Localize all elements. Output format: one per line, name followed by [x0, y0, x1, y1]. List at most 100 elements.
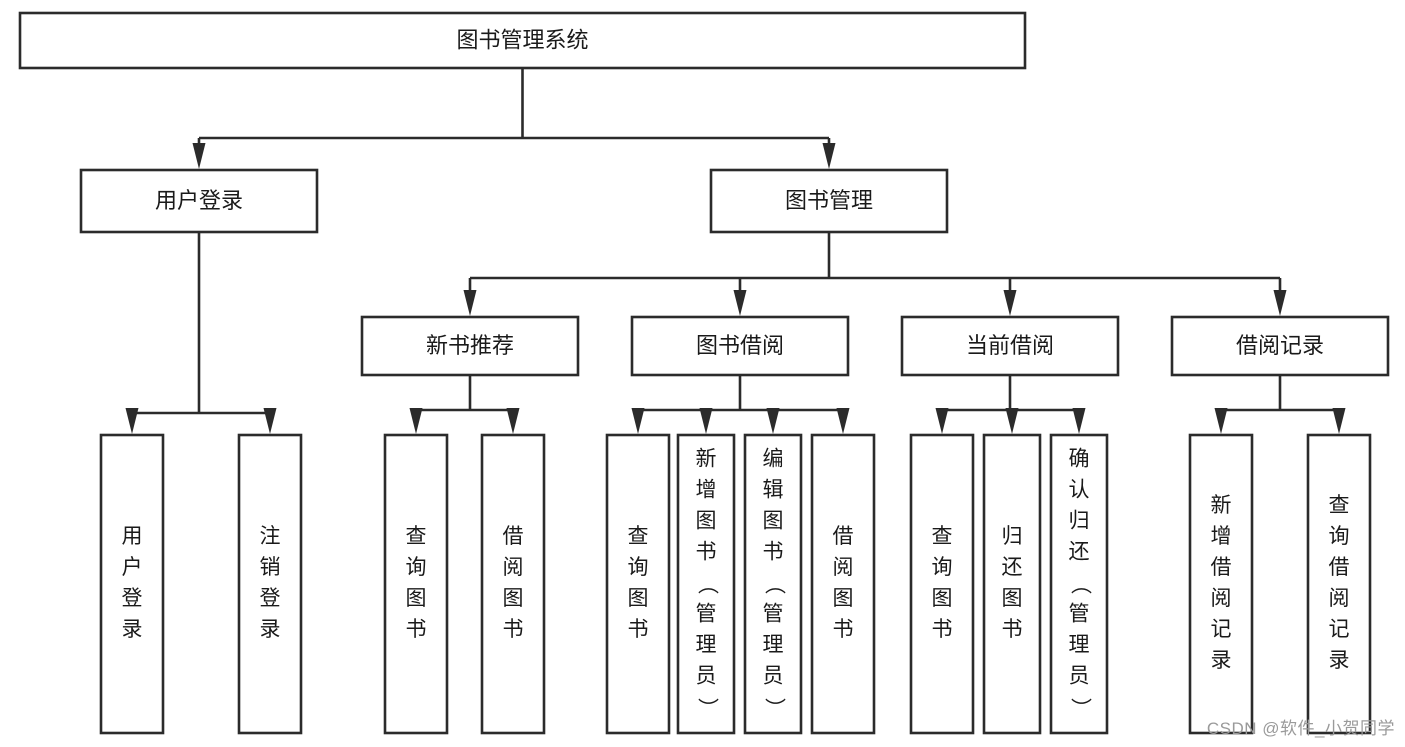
- node-label-char: 阅: [1211, 587, 1232, 610]
- node-label-char: 录: [1211, 649, 1232, 672]
- node-label-char: 图: [1002, 587, 1023, 610]
- node-label-char: 还: [1002, 556, 1023, 579]
- node-box: [1049, 433, 1109, 735]
- node-box: [18, 11, 1027, 70]
- node-label-char: 理: [696, 634, 717, 657]
- node-box: [383, 433, 449, 735]
- node-label-char: 查: [1329, 494, 1350, 517]
- node-label-char: 新: [1211, 494, 1232, 517]
- node-label-char: 借: [503, 525, 524, 548]
- node-label-char: 注: [260, 525, 281, 548]
- arrow-head-icon: [822, 143, 836, 169]
- arrow-head-icon: [409, 408, 423, 434]
- node-label-char: 图: [628, 587, 649, 610]
- node-box: [605, 433, 671, 735]
- node-l2-current-borrow[interactable]: 当前借阅: [900, 315, 1120, 377]
- node-label-char: 理: [763, 634, 784, 657]
- arrow-head-icon: [699, 408, 713, 434]
- node-label-char: 图: [696, 510, 717, 533]
- nodes-layer: 图书管理系统用户登录图书管理新书推荐图书借阅当前借阅借阅记录用户登录注销登录查询…: [18, 11, 1390, 735]
- node-l2-borrow-record[interactable]: 借阅记录: [1170, 315, 1390, 377]
- node-label-char: ）: [762, 698, 785, 719]
- node-l1-user-login[interactable]: 用户登录: [79, 168, 319, 234]
- node-label: 当前借阅: [966, 333, 1054, 358]
- node-label-char: 归: [1069, 510, 1090, 533]
- node-label-char: 记: [1329, 618, 1350, 641]
- arrow-head-icon: [1332, 408, 1346, 434]
- node-label-char: 登: [260, 587, 281, 610]
- node-label-char: 户: [122, 556, 143, 579]
- node-label-char: 询: [1329, 525, 1350, 548]
- node-box: [900, 315, 1120, 377]
- arrow-head-icon: [1005, 408, 1019, 434]
- node-label-char: 用: [122, 525, 143, 548]
- node-label-char: 员: [1069, 665, 1090, 688]
- node-label-char: 销: [260, 556, 281, 579]
- node-box: [99, 433, 165, 735]
- node-label-char: 图: [406, 587, 427, 610]
- node-root[interactable]: 图书管理系统: [18, 11, 1027, 70]
- arrow-head-icon: [766, 408, 780, 434]
- node-label-char: 询: [406, 556, 427, 579]
- node-box: [709, 168, 949, 234]
- node-label-char: （: [1068, 574, 1091, 595]
- node-leaf-user-login[interactable]: 用户登录: [99, 433, 165, 735]
- arrow-head-icon: [1003, 290, 1017, 316]
- node-label-char: 借: [833, 525, 854, 548]
- node-label-char: 借: [1211, 556, 1232, 579]
- node-label-char: （: [695, 574, 718, 595]
- node-label-char: 员: [763, 665, 784, 688]
- node-box: [1188, 433, 1254, 735]
- node-label-char: 管: [1069, 603, 1090, 626]
- node-label-char: 记: [1211, 618, 1232, 641]
- node-label-char: 书: [406, 618, 427, 641]
- node-l2-new-book-rec[interactable]: 新书推荐: [360, 315, 580, 377]
- node-box: [810, 433, 876, 735]
- node-label-char: 查: [406, 525, 427, 548]
- node-label: 借阅记录: [1236, 333, 1324, 358]
- node-label: 用户登录: [155, 188, 243, 213]
- node-l2-book-borrow[interactable]: 图书借阅: [630, 315, 850, 377]
- node-label-char: 图: [833, 587, 854, 610]
- node-label-char: 还: [1069, 541, 1090, 564]
- node-label-char: 登: [122, 587, 143, 610]
- node-label-char: 录: [122, 618, 143, 641]
- node-label-char: 阅: [1329, 587, 1350, 610]
- arrow-head-icon: [125, 408, 139, 434]
- arrow-head-icon: [192, 143, 206, 169]
- node-label-char: 书: [503, 618, 524, 641]
- node-label-char: 新: [696, 448, 717, 471]
- node-label-char: 书: [628, 618, 649, 641]
- node-label-char: 阅: [833, 556, 854, 579]
- node-label-char: 归: [1002, 525, 1023, 548]
- node-label-char: 借: [1329, 556, 1350, 579]
- arrow-head-icon: [631, 408, 645, 434]
- arrow-head-icon: [935, 408, 949, 434]
- node-label-char: 图: [763, 510, 784, 533]
- node-box: [909, 433, 975, 735]
- arrow-head-icon: [263, 408, 277, 434]
- node-label-char: 管: [763, 603, 784, 626]
- node-label-char: 查: [628, 525, 649, 548]
- node-label-char: 询: [932, 556, 953, 579]
- node-l1-book-manage[interactable]: 图书管理: [709, 168, 949, 234]
- node-label: 新书推荐: [426, 333, 514, 358]
- node-label: 图书管理: [785, 188, 873, 213]
- node-box: [480, 433, 546, 735]
- node-label-char: 图: [932, 587, 953, 610]
- arrow-head-icon: [733, 290, 747, 316]
